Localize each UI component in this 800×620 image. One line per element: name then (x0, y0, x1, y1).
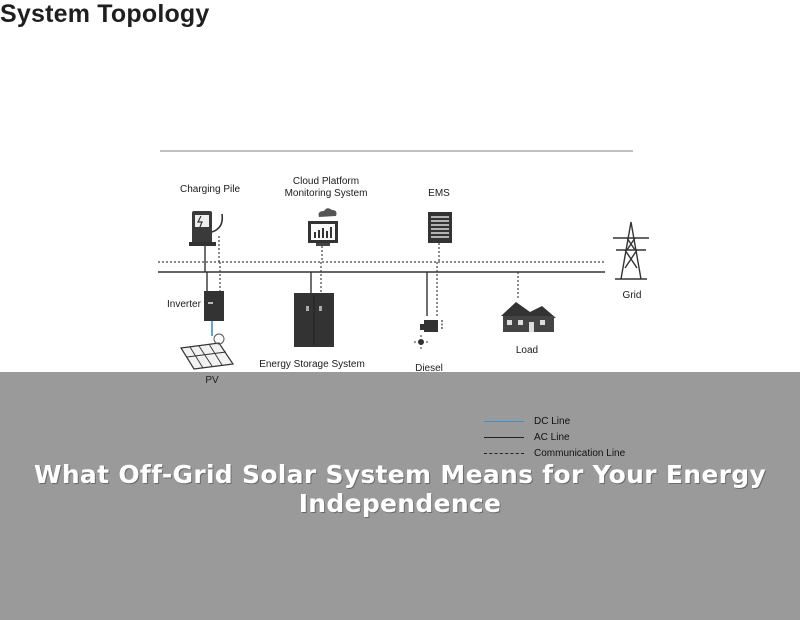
caption-overlay (0, 372, 800, 620)
cloud-monitor-icon (308, 208, 338, 246)
pv-label: PV (205, 375, 219, 386)
diesel-generator-icon (414, 320, 443, 349)
inverter-icon (204, 291, 224, 321)
diagram-title: System Topology (0, 0, 210, 28)
grid-label: Grid (622, 290, 642, 301)
cloud-platform-label-line1: Cloud Platform (292, 176, 360, 187)
diesel-label: Diesel (415, 363, 443, 374)
ems-icon (428, 212, 452, 243)
ems-label: EMS (428, 188, 450, 199)
charging-pile-icon (189, 211, 224, 246)
house-load-icon (501, 302, 556, 332)
cloud-platform-label-line2: Monitoring System (284, 188, 368, 199)
energy-storage-icon (294, 293, 334, 347)
article-headline: What Off-Grid Solar System Means for You… (33, 460, 767, 518)
load-label: Load (515, 345, 539, 356)
energy-storage-label: Energy Storage System (259, 359, 365, 370)
inverter-label: Inverter (167, 299, 201, 310)
pv-panel-icon (180, 333, 235, 370)
charging-pile-label: Charging Pile (179, 184, 241, 195)
grid-tower-icon (613, 221, 649, 280)
